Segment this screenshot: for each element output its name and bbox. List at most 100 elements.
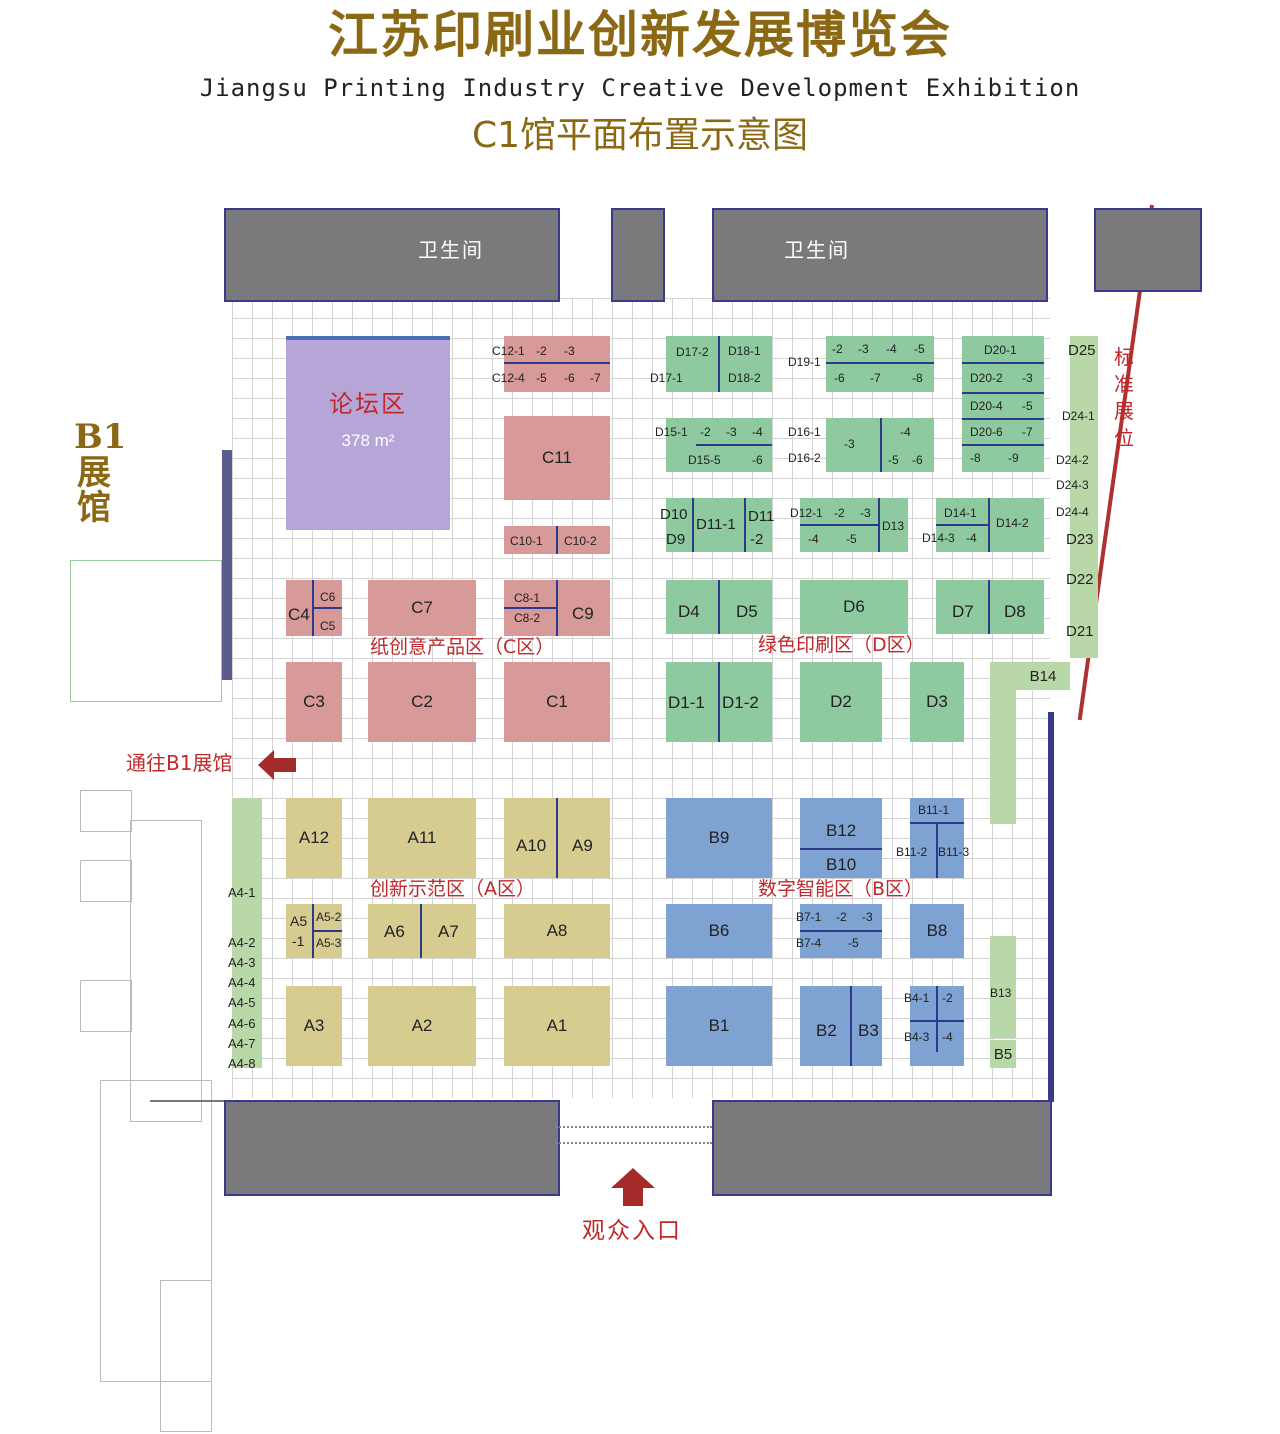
- divider: [692, 498, 694, 552]
- b1-hall-sketch: [70, 560, 230, 1434]
- booth-a1[interactable]: A1: [504, 986, 610, 1066]
- divider: [962, 392, 1044, 394]
- zone-a-label: 创新示范区（A区）: [370, 878, 535, 900]
- divider: [556, 526, 558, 554]
- booth-d20-5: -5: [1022, 399, 1033, 413]
- divider: [312, 607, 342, 609]
- booth-a5-3: A5-3: [316, 936, 342, 950]
- booth-b3: B3: [858, 1021, 879, 1040]
- booth-b8[interactable]: B8: [910, 904, 964, 958]
- booth-a11[interactable]: A11: [368, 798, 476, 878]
- booth-d20-group[interactable]: [962, 336, 1044, 472]
- booth-c12-group[interactable]: [504, 336, 610, 392]
- booth-d21: D21: [1066, 623, 1094, 640]
- booth-d19-7: -7: [870, 371, 881, 385]
- divider: [556, 798, 558, 878]
- booth-d16-5: -5: [888, 453, 899, 467]
- booth-c12-3: -3: [564, 344, 575, 358]
- booth-b2-b3[interactable]: [800, 986, 882, 1066]
- divider: [962, 444, 1044, 446]
- booth-d2[interactable]: D2: [800, 662, 882, 742]
- booth-d13: D13: [882, 519, 905, 533]
- booth-d15-3: -3: [726, 425, 737, 439]
- booth-b14[interactable]: B14: [1016, 662, 1070, 690]
- booth-d12-3: -3: [860, 506, 871, 520]
- divider: [556, 580, 558, 636]
- booth-d19-2: -2: [832, 342, 843, 356]
- booth-b13[interactable]: [990, 936, 1016, 1038]
- booth-d17-1: D17-1: [650, 371, 683, 385]
- booth-a2[interactable]: A2: [368, 986, 476, 1066]
- divider: [718, 662, 720, 742]
- booth-d9-d11-group[interactable]: [666, 498, 772, 552]
- booth-d15-2: -2: [700, 425, 711, 439]
- booth-b12-b10[interactable]: [800, 798, 882, 878]
- booth-b6[interactable]: B6: [666, 904, 772, 958]
- booth-b9[interactable]: B9: [666, 798, 772, 878]
- forum-label: 论坛区: [329, 391, 407, 418]
- booth-b7-3: -3: [862, 910, 873, 924]
- booth-d16-2: D16-2: [788, 451, 821, 465]
- booth-a8[interactable]: A8: [504, 904, 610, 958]
- booth-a4-4: A4-4: [228, 975, 256, 990]
- divider: [878, 498, 880, 552]
- booth-b5[interactable]: B5: [990, 1040, 1016, 1068]
- booth-a5-1: -1: [292, 933, 305, 949]
- booth-d6[interactable]: D6: [800, 580, 908, 634]
- booth-d14-2: D14-2: [996, 516, 1029, 530]
- booth-c7[interactable]: C7: [368, 580, 476, 636]
- booth-d15-4: -4: [752, 425, 763, 439]
- booth-c12-2: -2: [536, 344, 547, 358]
- booth-c11[interactable]: C11: [504, 416, 610, 500]
- booth-d12-4: -4: [808, 532, 819, 546]
- booth-d23: D23: [1066, 531, 1094, 548]
- service-block-top-right: [712, 208, 1048, 302]
- restroom-label-2: 卫生间: [784, 238, 850, 262]
- booth-c8-1: C8-1: [514, 591, 541, 605]
- booth-a4-3: A4-3: [228, 955, 256, 970]
- booth-d12-2: -2: [834, 506, 845, 520]
- booth-a4-strip[interactable]: [232, 798, 262, 1068]
- divider: [312, 930, 342, 932]
- hall-title: C1馆平面布置示意图: [471, 115, 809, 156]
- forum-area: 论坛区 378 m²: [286, 336, 450, 530]
- booth-a6-a7[interactable]: [368, 904, 476, 958]
- booth-b4-4: -4: [942, 1030, 953, 1044]
- booth-d8: D8: [1004, 602, 1026, 621]
- entrance-label: 观众入口: [582, 1218, 682, 1244]
- page-title: 江苏印刷业创新发展博览会: [328, 5, 952, 64]
- booth-d16-1: D16-1: [788, 425, 821, 439]
- booth-d3[interactable]: D3: [910, 662, 964, 742]
- restroom-label-1: 卫生间: [418, 238, 484, 262]
- booth-c5: C5: [320, 619, 336, 633]
- divider: [910, 1020, 964, 1022]
- booth-c1[interactable]: C1: [504, 662, 610, 742]
- booth-d1-2: D1-2: [722, 693, 759, 712]
- booth-c12-7: -7: [590, 371, 601, 385]
- booth-b4-2: -2: [942, 991, 953, 1005]
- booth-d19-group[interactable]: [826, 336, 934, 392]
- booth-c3[interactable]: C3: [286, 662, 342, 742]
- booth-a12[interactable]: A12: [286, 798, 342, 878]
- booth-d9: D9: [666, 531, 686, 548]
- booth-d16-6: -6: [912, 453, 923, 467]
- booth-d7-d8[interactable]: [936, 580, 1044, 634]
- booth-c12-1: C12-1: [492, 344, 525, 358]
- booth-c2[interactable]: C2: [368, 662, 476, 742]
- service-block-top-corner: [1094, 208, 1202, 292]
- booth-b14-strip[interactable]: [990, 662, 1016, 824]
- service-block-top-left: [224, 208, 560, 302]
- booth-d19-8: -8: [912, 371, 923, 385]
- booth-a4-5: A4-5: [228, 995, 256, 1010]
- booth-a3[interactable]: A3: [286, 986, 342, 1066]
- booth-d21-d25-strip[interactable]: [1070, 336, 1098, 658]
- booth-d5: D5: [736, 602, 758, 621]
- booth-b7-5: -5: [848, 936, 859, 950]
- divider: [936, 986, 938, 1052]
- booth-d14-4: -4: [966, 531, 977, 545]
- booth-d11-2: -2: [750, 531, 764, 548]
- booth-d11-1: D11-1: [696, 516, 736, 533]
- booth-b1[interactable]: B1: [666, 986, 772, 1066]
- booth-d20-4: D20-4: [970, 399, 1003, 413]
- booth-d19-6: -6: [834, 371, 845, 385]
